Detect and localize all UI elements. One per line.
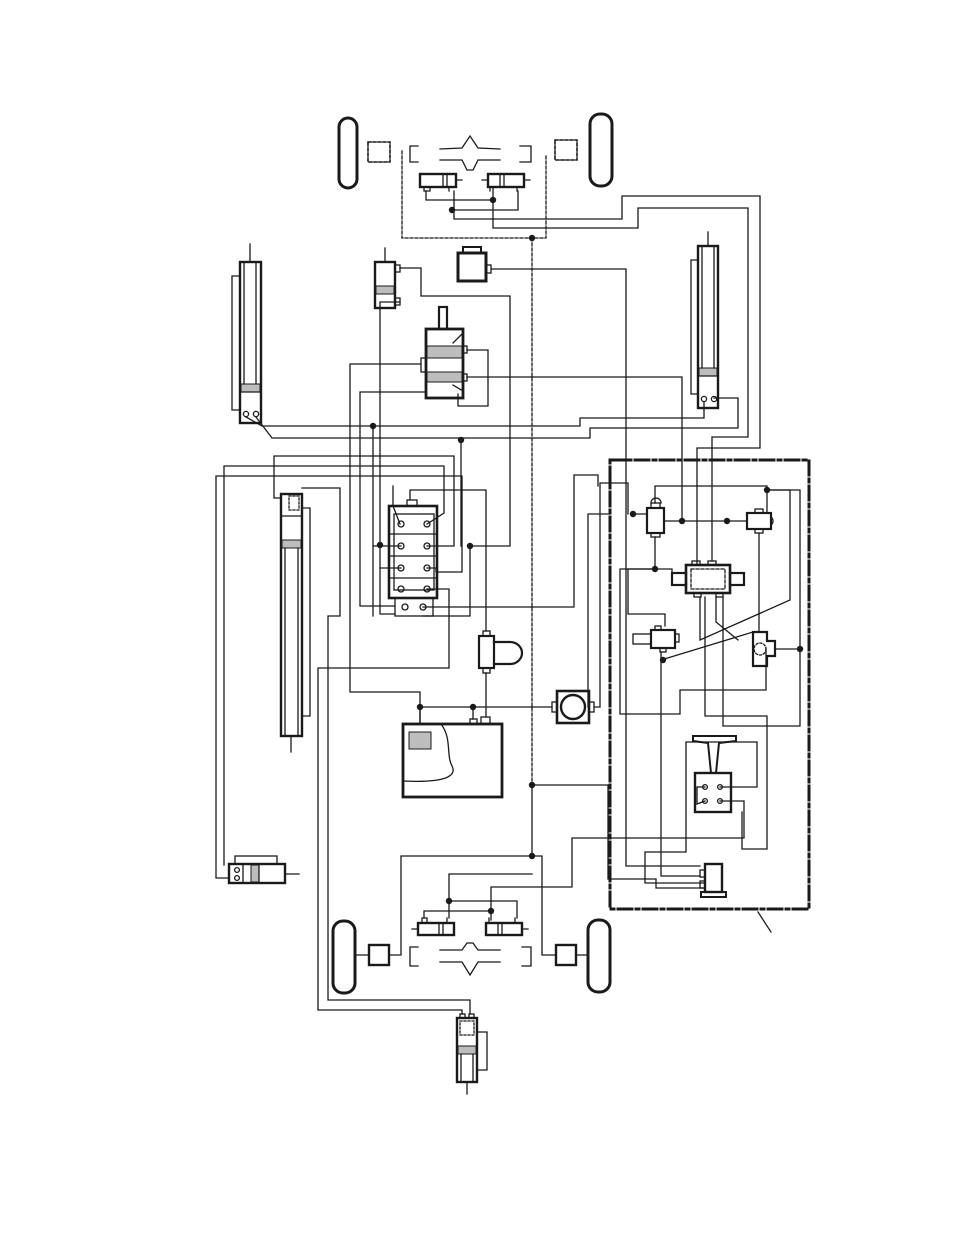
upper-right-cylinder (691, 232, 718, 408)
rear-axle (333, 901, 610, 993)
front-axle (339, 114, 612, 210)
tire-rear-left (333, 921, 355, 993)
hub-front-left (368, 142, 390, 162)
steering-cylinder-rear (418, 923, 454, 935)
steering-cylinder-front (420, 174, 456, 187)
priority-valve (421, 307, 467, 398)
accumulator (479, 631, 522, 673)
control-valve-block (389, 500, 437, 616)
filter (458, 247, 491, 281)
upper-left-cylinder (232, 244, 261, 423)
tire-front-right (590, 114, 612, 186)
enclosure (610, 460, 809, 909)
axle-beam-front (410, 136, 531, 170)
pilot-line-front (402, 151, 546, 238)
small-cylinder (375, 248, 400, 308)
reservoir-tank (403, 717, 502, 797)
hub-front-right (555, 140, 577, 160)
tire-front-left (339, 118, 357, 188)
bottom-left-cylinder (229, 856, 299, 883)
enclosure-components (633, 498, 775, 897)
bottom-center-cylinder (457, 1014, 487, 1094)
tire-rear-right (588, 920, 610, 992)
tall-lift-cylinder (281, 494, 310, 752)
